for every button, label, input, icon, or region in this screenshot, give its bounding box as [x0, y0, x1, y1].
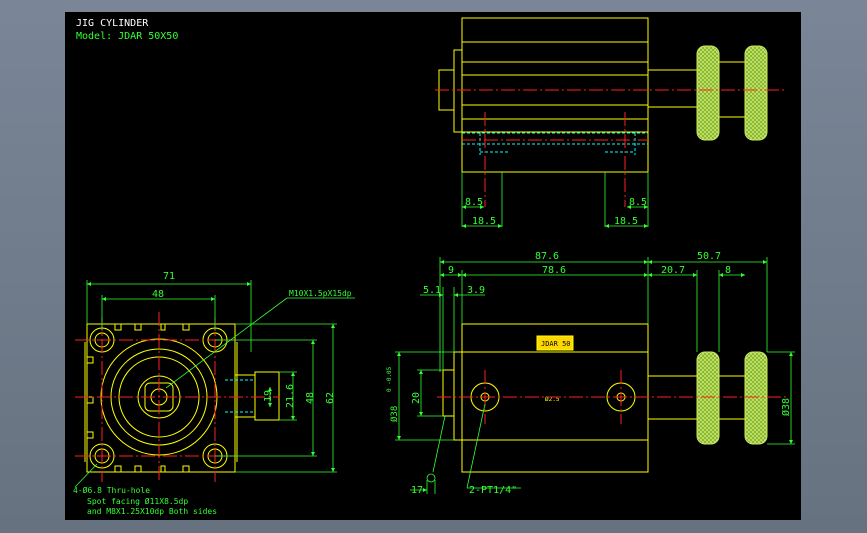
top-view-endcap [453, 49, 463, 133]
dim-side-8: 8 [725, 265, 731, 276]
top-view [435, 17, 787, 207]
side-view-port-fitting [442, 369, 455, 417]
dim-side-20: 20 [411, 392, 422, 404]
note-spot-facing: Spot facing Ø11X8.5dp [87, 496, 188, 506]
dim-side-17: 17 [411, 485, 423, 496]
dim-front-21-6: 21.6 [285, 384, 296, 408]
dim-side-3-9: 3.9 [467, 285, 485, 296]
dim-front-width-48: 48 [152, 289, 164, 300]
cad-drawing: 8.5 18.5 8.5 18.5 [73, 17, 795, 516]
label-port-thread: M10X1.5pX15dp [289, 289, 352, 298]
dim-side-knob-dia: Ø38 [780, 398, 792, 416]
dim-top-right-8-5: 8.5 [629, 197, 647, 208]
title-block: JIG CYLINDER Model: JDAR 50X50 [76, 17, 178, 43]
top-view-centerlines [435, 89, 787, 207]
dim-front-62: 62 [325, 392, 336, 404]
dim-top-left-8-5: 8.5 [465, 197, 483, 208]
side-view-centerlines [437, 370, 787, 424]
top-view-knob-left [696, 45, 720, 141]
side-view-dimensions: 87.6 50.7 9 78.6 20.7 8 5.1 3.9 [386, 251, 795, 496]
note-thread: and M8X1.25X10dp Both sides [87, 507, 217, 516]
top-view-body [461, 17, 649, 173]
dim-side-20-7: 20.7 [661, 265, 685, 276]
top-view-dimensions: 8.5 18.5 8.5 18.5 [461, 172, 649, 228]
top-view-hidden-lines [462, 132, 648, 155]
dim-side-9: 9 [448, 265, 454, 276]
side-view-knob-left [696, 351, 720, 445]
label-port-size: 2-PT1/4" [469, 485, 517, 496]
dim-top-right-18-5: 18.5 [614, 216, 638, 227]
cad-viewport[interactable]: JIG CYLINDER Model: JDAR 50X50 [65, 12, 801, 520]
dim-front-48: 48 [305, 392, 316, 404]
dim-front-width-71: 71 [163, 271, 175, 282]
nameplate-text: JDAR 50 [541, 340, 571, 348]
dim-side-5-1: 5.1 [423, 285, 441, 296]
dim-front-19: 19 [263, 390, 274, 402]
front-view [75, 312, 280, 482]
front-view-centerlines [75, 312, 280, 482]
drawing-title: JIG CYLINDER [76, 18, 149, 29]
note-holes: 4-Ø6.8 Thru-hole [73, 485, 150, 495]
dim-side-tolerance: 0 -0.05 [386, 366, 393, 392]
dim-side-rod-dia: Ø38 [389, 406, 400, 422]
nameplate [536, 335, 574, 351]
dim-side-78-6: 78.6 [542, 265, 566, 276]
top-view-knob-right [744, 45, 768, 141]
side-view-small-label: Ø2.5 [545, 396, 560, 403]
dim-side-knob-length: 50.7 [697, 251, 721, 262]
side-view: JDAR 50 Ø2.5 [437, 323, 787, 473]
side-view-knob-right [744, 351, 768, 445]
dim-side-overall: 87.6 [535, 251, 559, 262]
model-label: Model: JDAR 50X50 [76, 31, 179, 42]
dim-top-left-18-5: 18.5 [472, 216, 496, 227]
front-view-dimensions: 71 48 M10X1.5pX15dp 19 21.6 48 62 [73, 271, 355, 516]
